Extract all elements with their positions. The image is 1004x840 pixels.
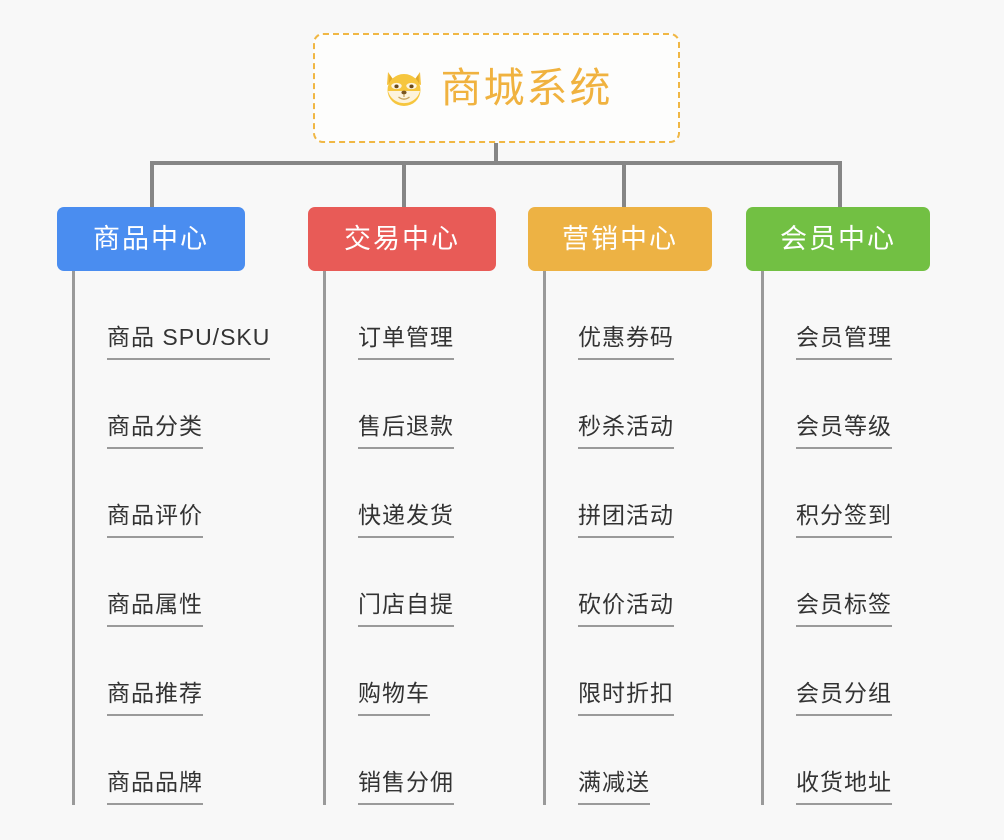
branch-header-2[interactable]: 营销中心 bbox=[528, 207, 712, 271]
leaf-item[interactable]: 商品 SPU/SKU bbox=[75, 271, 271, 360]
leaf-label: 商品评价 bbox=[107, 504, 203, 538]
branch-label-2: 营销中心 bbox=[562, 223, 678, 254]
leaf-label: 拼团活动 bbox=[578, 504, 674, 538]
leaf-label: 会员分组 bbox=[796, 682, 892, 716]
leaf-label: 购物车 bbox=[358, 682, 430, 716]
connector-drop-2 bbox=[622, 161, 626, 208]
connector-drop-1 bbox=[402, 161, 406, 208]
leaf-label: 限时折扣 bbox=[578, 682, 674, 716]
leaf-item[interactable]: 售后退款 bbox=[326, 360, 496, 449]
root-title: 商城系统 bbox=[440, 64, 613, 111]
dog-face-icon bbox=[381, 65, 427, 111]
leaf-item[interactable]: 商品分类 bbox=[75, 360, 245, 449]
leaf-label: 商品 SPU/SKU bbox=[107, 326, 271, 360]
connector-horizontal-bus bbox=[150, 161, 840, 165]
branch-header-3[interactable]: 会员中心 bbox=[746, 207, 930, 271]
leaf-item[interactable]: 商品评价 bbox=[75, 449, 245, 538]
leaf-label: 会员标签 bbox=[796, 593, 892, 627]
leaf-label: 商品品牌 bbox=[107, 771, 203, 805]
leaf-label: 会员等级 bbox=[796, 415, 892, 449]
leaf-label: 订单管理 bbox=[358, 326, 454, 360]
leaf-item[interactable]: 收货地址 bbox=[764, 716, 930, 805]
leaf-item[interactable]: 商品推荐 bbox=[75, 627, 245, 716]
leaf-item[interactable]: 满减送 bbox=[546, 716, 712, 805]
leaf-item[interactable]: 秒杀活动 bbox=[546, 360, 712, 449]
leaf-item[interactable]: 购物车 bbox=[326, 627, 496, 716]
leaf-label: 商品分类 bbox=[107, 415, 203, 449]
leaf-label: 商品推荐 bbox=[107, 682, 203, 716]
leaf-item[interactable]: 会员等级 bbox=[764, 360, 930, 449]
branch-label-1: 交易中心 bbox=[344, 223, 460, 254]
leaf-item[interactable]: 销售分佣 bbox=[326, 716, 496, 805]
leaf-item[interactable]: 会员管理 bbox=[764, 271, 930, 360]
branch-column-3: 会员中心 会员管理 会员等级 积分签到 会员标签 会员分组 收货地址 bbox=[746, 207, 930, 805]
branch-label-3: 会员中心 bbox=[780, 223, 896, 254]
leaf-list-1: 订单管理 售后退款 快递发货 门店自提 购物车 销售分佣 bbox=[323, 271, 496, 805]
leaf-item[interactable]: 商品属性 bbox=[75, 538, 245, 627]
branch-header-0[interactable]: 商品中心 bbox=[57, 207, 245, 271]
leaf-item[interactable]: 会员标签 bbox=[764, 538, 930, 627]
connector-root-stem bbox=[494, 143, 498, 165]
leaf-label: 满减送 bbox=[578, 771, 650, 805]
leaf-item[interactable]: 拼团活动 bbox=[546, 449, 712, 538]
leaf-list-3: 会员管理 会员等级 积分签到 会员标签 会员分组 收货地址 bbox=[761, 271, 930, 805]
connector-drop-3 bbox=[838, 161, 842, 208]
leaf-item[interactable]: 会员分组 bbox=[764, 627, 930, 716]
leaf-item[interactable]: 快递发货 bbox=[326, 449, 496, 538]
leaf-label: 销售分佣 bbox=[358, 771, 454, 805]
leaf-item[interactable]: 砍价活动 bbox=[546, 538, 712, 627]
leaf-label: 收货地址 bbox=[796, 771, 892, 805]
leaf-label: 砍价活动 bbox=[578, 593, 674, 627]
leaf-label: 会员管理 bbox=[796, 326, 892, 360]
leaf-label: 积分签到 bbox=[796, 504, 892, 538]
leaf-item[interactable]: 商品品牌 bbox=[75, 716, 245, 805]
leaf-label: 商品属性 bbox=[107, 593, 203, 627]
branch-column-0: 商品中心 商品 SPU/SKU 商品分类 商品评价 商品属性 商品推荐 商品品牌 bbox=[57, 207, 271, 805]
leaf-item[interactable]: 门店自提 bbox=[326, 538, 496, 627]
branch-label-0: 商品中心 bbox=[93, 223, 209, 254]
branch-header-1[interactable]: 交易中心 bbox=[308, 207, 496, 271]
leaf-item[interactable]: 积分签到 bbox=[764, 449, 930, 538]
branch-column-2: 营销中心 优惠券码 秒杀活动 拼团活动 砍价活动 限时折扣 满减送 bbox=[528, 207, 712, 805]
leaf-item[interactable]: 订单管理 bbox=[326, 271, 496, 360]
leaf-label: 快递发货 bbox=[358, 504, 454, 538]
leaf-list-0: 商品 SPU/SKU 商品分类 商品评价 商品属性 商品推荐 商品品牌 bbox=[72, 271, 271, 805]
leaf-label: 门店自提 bbox=[358, 593, 454, 627]
leaf-label: 售后退款 bbox=[358, 415, 454, 449]
root-node[interactable]: 商城系统 bbox=[313, 33, 680, 143]
leaf-item[interactable]: 优惠券码 bbox=[546, 271, 712, 360]
leaf-list-2: 优惠券码 秒杀活动 拼团活动 砍价活动 限时折扣 满减送 bbox=[543, 271, 712, 805]
leaf-label: 秒杀活动 bbox=[578, 415, 674, 449]
branch-column-1: 交易中心 订单管理 售后退款 快递发货 门店自提 购物车 销售分佣 bbox=[308, 207, 496, 805]
connector-drop-0 bbox=[150, 161, 154, 208]
leaf-label: 优惠券码 bbox=[578, 326, 674, 360]
leaf-item[interactable]: 限时折扣 bbox=[546, 627, 712, 716]
